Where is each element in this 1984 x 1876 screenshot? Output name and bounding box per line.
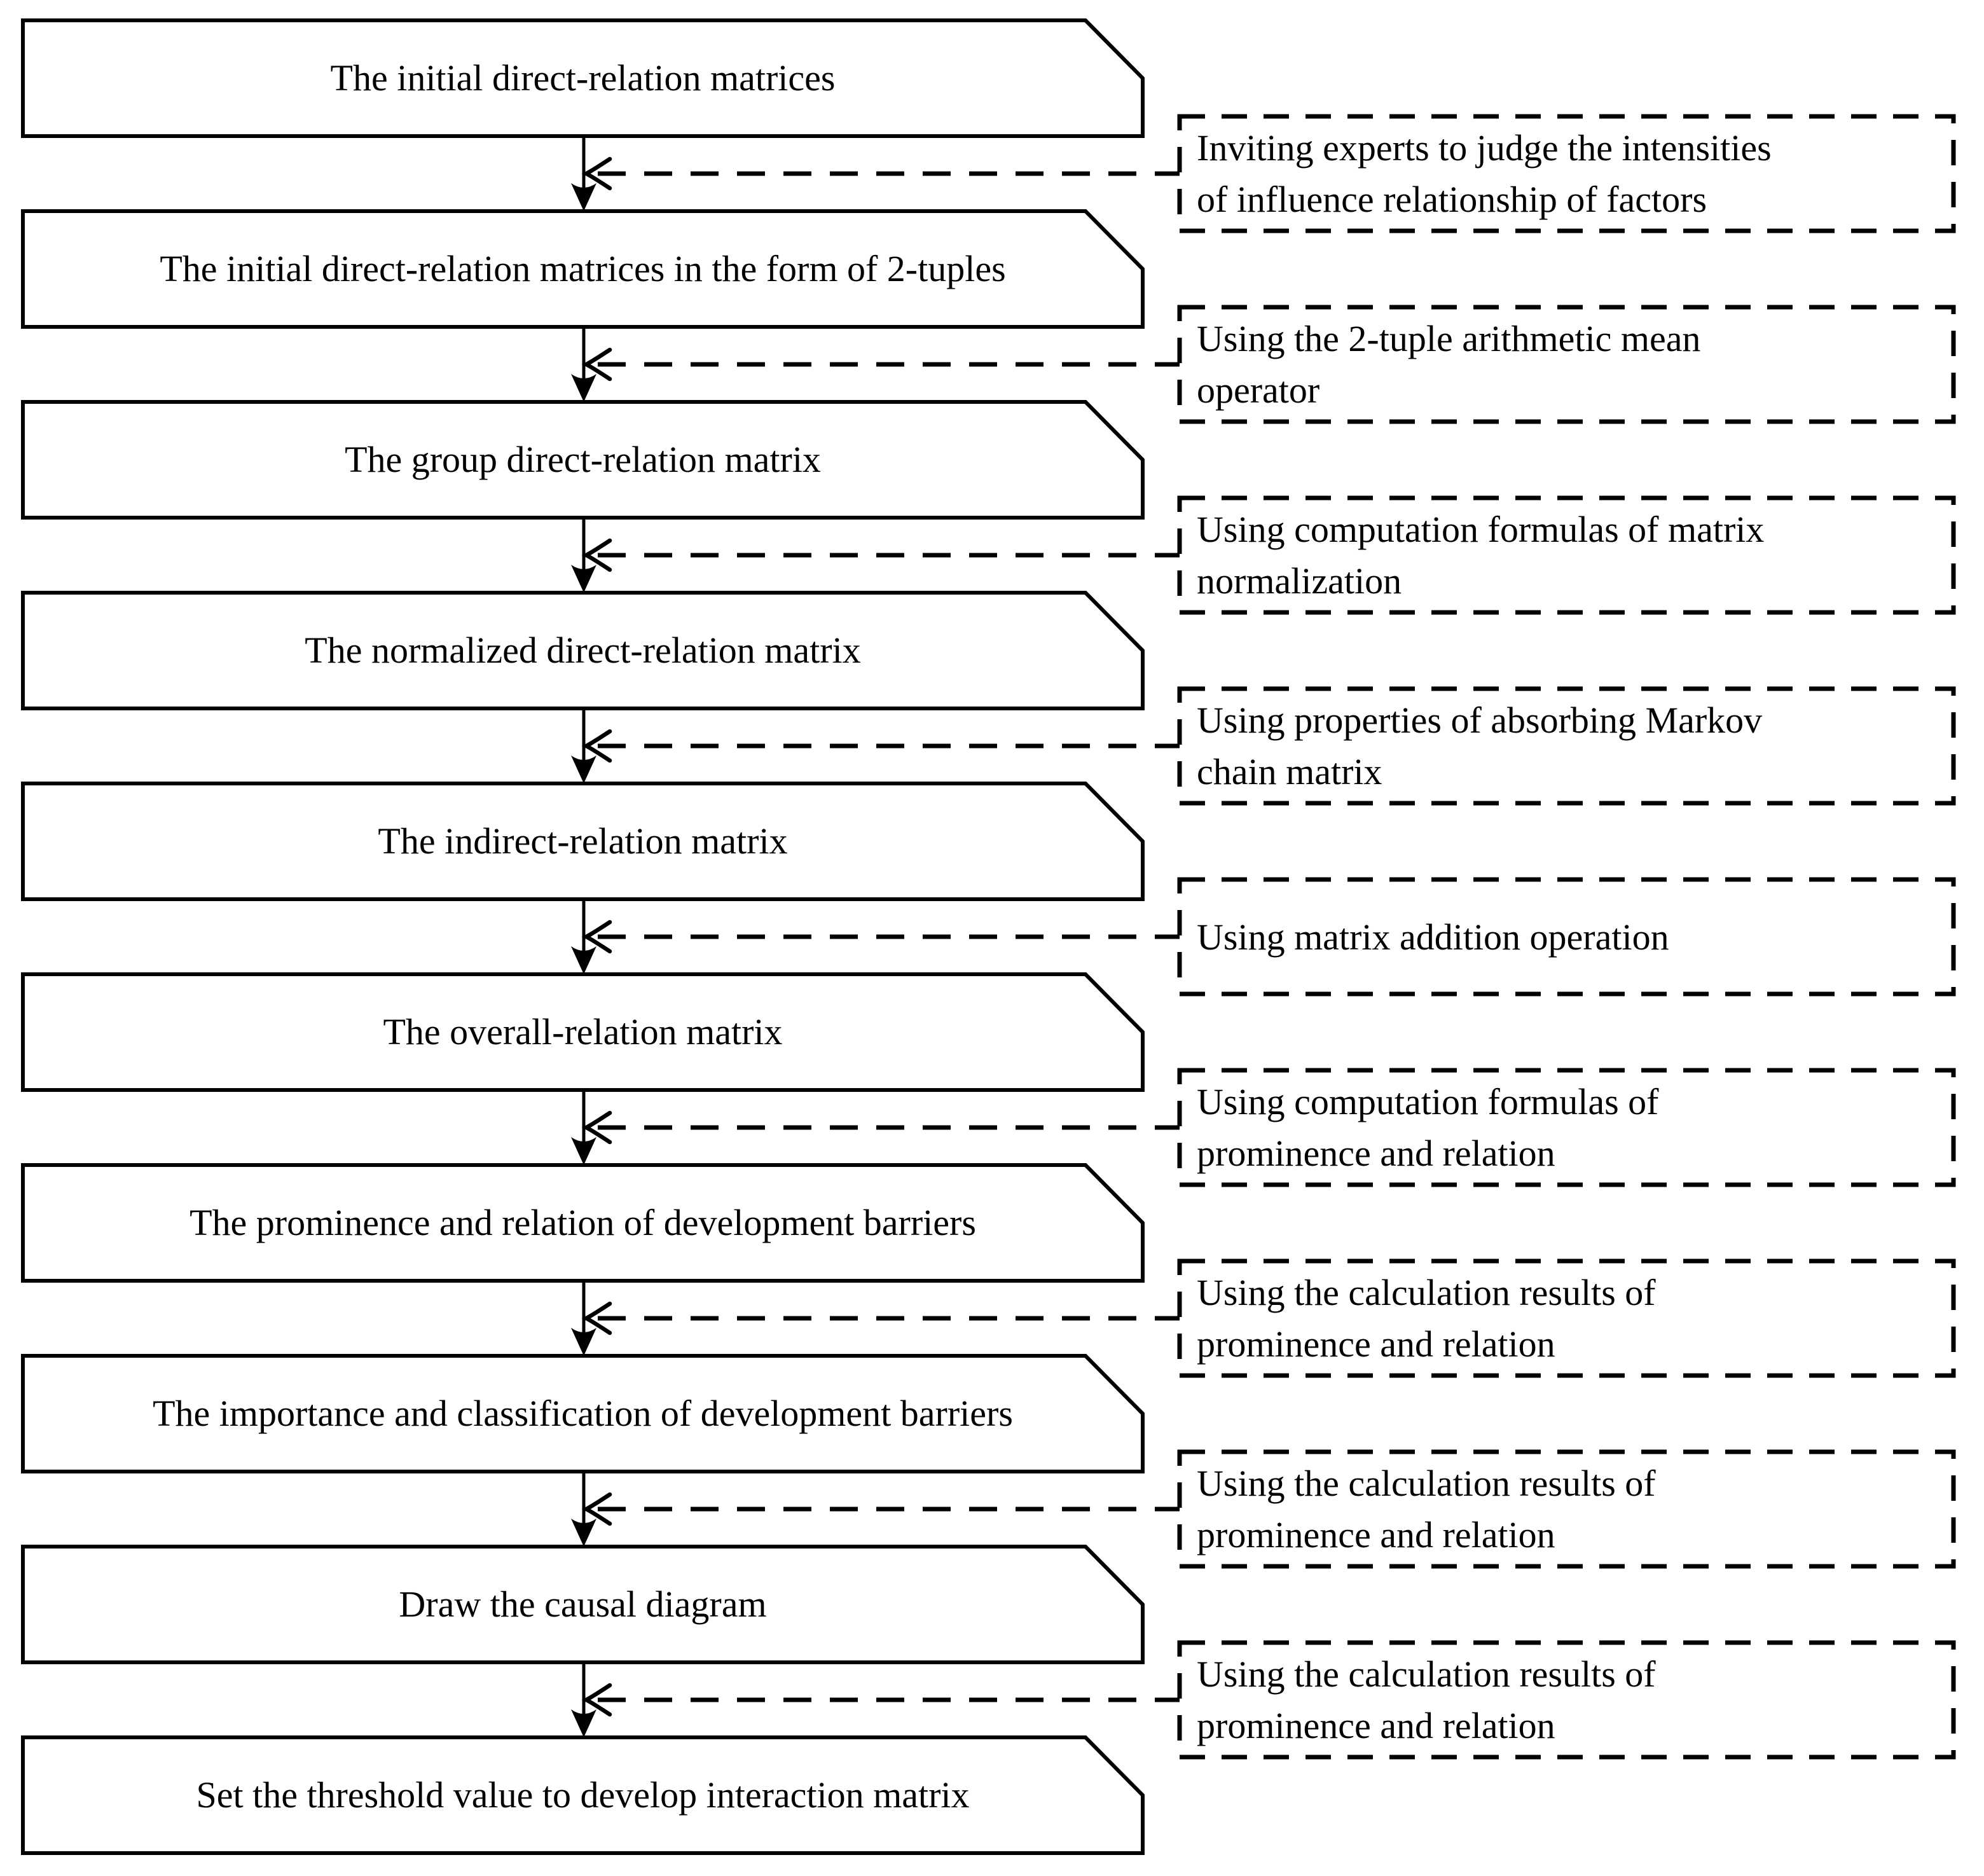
note-line: Using computation formulas of: [1197, 1081, 1659, 1122]
note-box-shape: [1177, 877, 1956, 997]
note-box-shape: [1177, 495, 1956, 615]
left-arrowhead-icon: [581, 1110, 612, 1145]
note-box-shape: [1177, 1259, 1956, 1378]
method-note-label: Using the calculation results of promine…: [1180, 1261, 1953, 1376]
left-arrowhead-icon: [581, 538, 612, 572]
method-note-label: Using properties of absorbing Markov cha…: [1180, 689, 1953, 803]
method-note-label: Using the 2-tuple arithmetic mean operat…: [1180, 307, 1953, 422]
note-box-shape: [1177, 305, 1956, 424]
step-box-shape: [21, 1354, 1145, 1473]
note-line: prominence and relation: [1197, 1705, 1555, 1746]
note-line: normalization: [1197, 560, 1402, 602]
method-note-label: Inviting experts to judge the intensitie…: [1180, 116, 1953, 231]
step-box-shape: [21, 782, 1145, 901]
left-arrowhead-icon: [581, 920, 612, 954]
note-box-shape: [1177, 114, 1956, 233]
note-line: prominence and relation: [1197, 1323, 1555, 1365]
flow-step-label: The initial direct-relation matrices: [330, 57, 836, 99]
note-line: Using properties of absorbing Markov: [1197, 700, 1763, 741]
note-line: prominence and relation: [1197, 1514, 1555, 1555]
down-arrow-icon: [571, 755, 596, 783]
note-line: operator: [1197, 369, 1320, 411]
note-line: chain matrix: [1197, 751, 1382, 792]
flow-step-label: The group direct-relation matrix: [345, 439, 821, 481]
note-box-shape: [1177, 1640, 1956, 1760]
step-box-shape: [21, 1545, 1145, 1664]
flow-step-label: Set the threshold value to develop inter…: [196, 1774, 970, 1816]
note-line: Using the 2-tuple arithmetic mean: [1197, 318, 1701, 359]
note-line: Using the calculation results of: [1197, 1463, 1656, 1504]
step-box-shape: [21, 209, 1145, 329]
step-box-shape: [21, 591, 1145, 710]
method-note-label: Using computation formulas of matrix nor…: [1180, 498, 1953, 612]
flow-step-label: The overall-relation matrix: [383, 1011, 783, 1053]
note-box-shape: [1177, 1449, 1956, 1569]
left-arrowhead-icon: [581, 347, 612, 382]
left-arrowhead-icon: [581, 156, 612, 191]
left-arrowhead-icon: [581, 1301, 612, 1335]
method-note-label: Using computation formulas of prominence…: [1180, 1070, 1953, 1185]
left-arrowhead-icon: [581, 729, 612, 763]
note-line: Using the calculation results of: [1197, 1272, 1656, 1313]
step-box-shape: [21, 1163, 1145, 1283]
note-line: prominence and relation: [1197, 1133, 1555, 1174]
step-box-shape: [21, 1735, 1145, 1855]
left-arrowhead-icon: [581, 1492, 612, 1526]
note-box-shape: [1177, 1068, 1956, 1187]
step-box-shape: [21, 972, 1145, 1092]
flow-step-label: The importance and classification of dev…: [153, 1393, 1013, 1435]
flow-step-label: The prominence and relation of developme…: [189, 1202, 976, 1244]
note-line: of influence relationship of factors: [1197, 179, 1707, 220]
down-arrow-icon: [571, 1709, 596, 1737]
down-arrow-icon: [571, 1328, 596, 1356]
down-arrow-icon: [571, 1519, 596, 1547]
flow-step-label: The initial direct-relation matrices in …: [160, 248, 1006, 290]
flow-step-label: Draw the causal diagram: [399, 1583, 767, 1625]
step-box-shape: [21, 18, 1145, 138]
method-note-label: Using the calculation results of promine…: [1180, 1643, 1953, 1757]
down-arrow-icon: [571, 1137, 596, 1165]
flow-step-label: The normalized direct-relation matrix: [305, 630, 861, 672]
step-box-shape: [21, 400, 1145, 520]
note-line: Inviting experts to judge the intensitie…: [1197, 127, 1772, 169]
flow-step-label: The indirect-relation matrix: [378, 820, 788, 862]
left-arrowhead-icon: [581, 1683, 612, 1717]
down-arrow-icon: [571, 565, 596, 593]
method-note-label: Using the calculation results of promine…: [1180, 1452, 1953, 1566]
down-arrow-icon: [571, 374, 596, 402]
down-arrow-icon: [571, 946, 596, 974]
note-line: Using the calculation results of: [1197, 1653, 1656, 1695]
down-arrow-icon: [571, 183, 596, 211]
note-box-shape: [1177, 686, 1956, 806]
note-line: Using matrix addition operation: [1197, 916, 1669, 958]
note-line: Using computation formulas of matrix: [1197, 509, 1765, 550]
method-note-label: Using matrix addition operation: [1180, 879, 1953, 994]
